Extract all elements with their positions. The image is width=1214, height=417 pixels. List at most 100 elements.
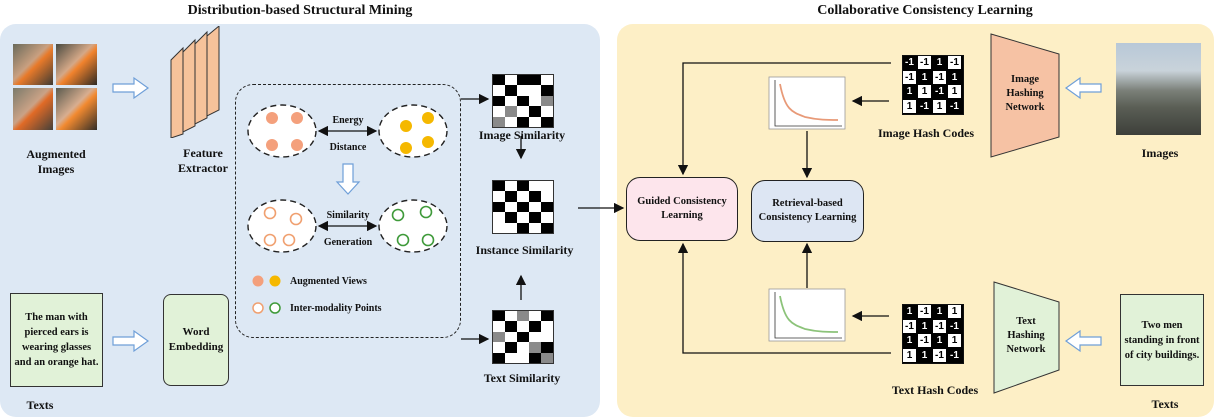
similarity-cell bbox=[541, 75, 553, 86]
hash-code-cell: -1 bbox=[933, 85, 946, 98]
similarity-cell bbox=[529, 85, 541, 96]
text-hash-codes-label: Text Hash Codes bbox=[891, 383, 979, 397]
similarity-cell bbox=[529, 352, 541, 363]
hash-code-cell: 1 bbox=[903, 334, 916, 347]
word-embedding-box: Word Embedding bbox=[163, 294, 229, 386]
similarity-cell bbox=[517, 342, 529, 353]
similarity-cell bbox=[505, 352, 517, 363]
hash-code-cell: -1 bbox=[948, 319, 961, 333]
legend-augmented-views: Augmented Views bbox=[290, 276, 367, 287]
hollow-left-arrow-texts bbox=[1064, 329, 1102, 353]
similarity-cell bbox=[493, 321, 505, 332]
similarity-cell bbox=[505, 222, 517, 233]
similarity-cell bbox=[493, 95, 505, 107]
augmented-image-1 bbox=[13, 44, 53, 85]
hash-code-cell: 1 bbox=[918, 85, 931, 98]
similarity-cell bbox=[517, 352, 529, 363]
similarity-cell bbox=[505, 85, 517, 96]
similarity-cell bbox=[493, 342, 505, 353]
retrieval-consistency-box: Retrieval-based Consistency Learning bbox=[751, 180, 864, 242]
similarity-cell bbox=[541, 311, 553, 322]
similarity-cell bbox=[517, 95, 529, 107]
hash-code-cell: 1 bbox=[903, 348, 916, 362]
similarity-cell bbox=[505, 212, 517, 223]
hash-code-cell: 1 bbox=[918, 348, 931, 362]
hash-code-cell: 1 bbox=[903, 99, 916, 113]
hash-code-cell: -1 bbox=[948, 56, 961, 69]
similarity-cell bbox=[541, 352, 553, 363]
similarity-cell bbox=[541, 342, 553, 353]
left-texts-label: Texts bbox=[26, 398, 54, 412]
image-hash-codes-label: Image Hash Codes bbox=[877, 126, 974, 140]
similarity-cell bbox=[541, 85, 553, 96]
hash-code-cell: -1 bbox=[933, 70, 946, 84]
similarity-cell bbox=[493, 75, 505, 86]
similarity-cell bbox=[541, 331, 553, 343]
similarity-cell bbox=[493, 85, 505, 96]
image-similarity-label: Image Similarity bbox=[478, 128, 566, 142]
similarity-cell bbox=[541, 212, 553, 223]
similarity-cell bbox=[529, 75, 541, 86]
energy-label: Energy bbox=[332, 115, 364, 126]
hollow-down-arrow bbox=[335, 163, 361, 195]
text-similarity-label: Text Similarity bbox=[483, 371, 561, 385]
inter-modality-cluster-1 bbox=[247, 199, 317, 253]
similarity-cell bbox=[505, 311, 517, 322]
hash-code-cell: -1 bbox=[918, 56, 931, 69]
instance-similarity-label: Instance Similarity bbox=[475, 243, 574, 257]
hash-code-cell: 1 bbox=[948, 85, 961, 98]
similarity-cell bbox=[505, 95, 517, 107]
similarity-cell bbox=[493, 181, 505, 192]
generation-label: Generation bbox=[323, 237, 373, 248]
inter-modality-cluster-2 bbox=[378, 199, 448, 253]
hash-code-cell: 1 bbox=[948, 334, 961, 347]
similarity-cell bbox=[529, 181, 541, 192]
feature-extractor-icon bbox=[170, 26, 220, 138]
hash-code-cell: -1 bbox=[918, 334, 931, 347]
right-text-sample: Two men standing in front of city buildi… bbox=[1120, 294, 1204, 386]
hash-code-cell: 1 bbox=[933, 334, 946, 347]
similarity-cell bbox=[517, 85, 529, 96]
right-images-label: Images bbox=[1141, 146, 1179, 160]
similarity-cell bbox=[517, 222, 529, 233]
text-hashing-network bbox=[993, 281, 1060, 394]
similarity-cell bbox=[529, 201, 541, 213]
similarity-cell bbox=[529, 116, 541, 127]
similarity-cell bbox=[517, 75, 529, 86]
similarity-cell bbox=[529, 95, 541, 107]
similarity-cell bbox=[541, 222, 553, 233]
similarity-cell bbox=[493, 201, 505, 213]
similarity-cell bbox=[517, 191, 529, 202]
input-image-photo bbox=[1116, 43, 1201, 135]
distribution-region bbox=[235, 84, 461, 338]
similarity-cell bbox=[529, 191, 541, 202]
legend-inter-modality: Inter-modality Points bbox=[290, 303, 382, 314]
hash-code-cell: 1 bbox=[933, 99, 946, 113]
similarity-cell bbox=[505, 321, 517, 332]
augmented-images-label: Augmented Images bbox=[26, 147, 86, 176]
hash-code-cell: 1 bbox=[918, 319, 931, 333]
similarity-cell bbox=[529, 212, 541, 223]
hash-code-cell: 1 bbox=[948, 70, 961, 84]
similarity-cell bbox=[529, 106, 541, 117]
guided-consistency-box: Guided Consistency Learning bbox=[626, 177, 738, 241]
similarity-cell bbox=[541, 95, 553, 107]
similarity-cell bbox=[517, 331, 529, 343]
right-panel-title: Collaborative Consistency Learning bbox=[817, 3, 1033, 18]
similarity-cell bbox=[505, 75, 517, 86]
similarity-cell bbox=[517, 212, 529, 223]
hash-code-cell: -1 bbox=[903, 56, 916, 69]
augmented-images-grid bbox=[13, 44, 97, 130]
similarity-cell bbox=[505, 331, 517, 343]
similarity-cell bbox=[541, 106, 553, 117]
augmented-view-cluster-2 bbox=[378, 104, 448, 158]
similarity-cell bbox=[517, 116, 529, 127]
text-similarity-matrix bbox=[492, 310, 554, 364]
hash-code-cell: -1 bbox=[948, 348, 961, 362]
hash-code-cell: -1 bbox=[903, 319, 916, 333]
text-hashing-network-label: Text Hashing Network bbox=[1006, 316, 1046, 355]
similarity-cell bbox=[517, 106, 529, 117]
similarity-cell bbox=[493, 311, 505, 322]
